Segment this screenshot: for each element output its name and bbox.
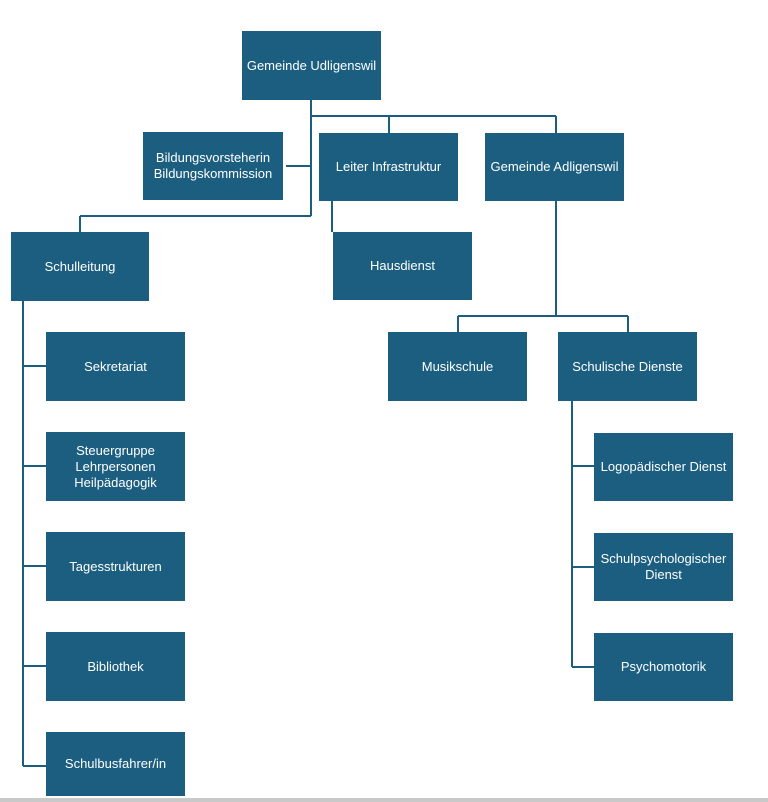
- node-gemeinde-adligenswil: Gemeinde Adligenswil: [485, 133, 624, 201]
- node-schulpsychologischer-dienst: Schulpsychologischer Dienst: [594, 533, 733, 601]
- node-steuergruppe: Steuergruppe Lehrpersonen Heilpädagogik: [46, 432, 185, 501]
- node-logopaedischer-dienst: Logopädischer Dienst: [594, 433, 733, 501]
- node-bibliothek: Bibliothek: [46, 632, 185, 701]
- node-leiter-infrastruktur: Leiter Infrastruktur: [319, 133, 458, 201]
- node-bildungsvorsteherin: Bildungsvorsteherin Bildungskommission: [143, 132, 283, 200]
- bottom-divider: [0, 798, 768, 802]
- node-schulleitung: Schulleitung: [11, 232, 149, 301]
- node-musikschule: Musikschule: [388, 332, 527, 401]
- node-gemeinde-udligenswil: Gemeinde Udligenswil: [242, 31, 381, 100]
- node-sekretariat: Sekretariat: [46, 332, 185, 401]
- node-schulische-dienste: Schulische Dienste: [558, 332, 697, 401]
- node-hausdienst: Hausdienst: [333, 232, 472, 300]
- node-schulbusfahrer: Schulbusfahrer/in: [46, 732, 185, 796]
- node-psychomotorik: Psychomotorik: [594, 633, 733, 701]
- node-tagesstrukturen: Tagesstrukturen: [46, 532, 185, 601]
